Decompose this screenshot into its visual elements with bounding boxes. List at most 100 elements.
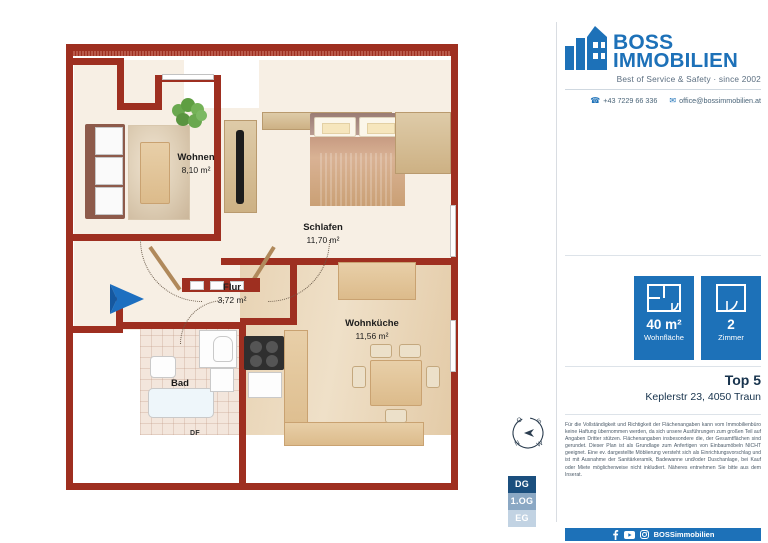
building-logo-icon [565, 26, 607, 70]
svg-text:O: O [516, 416, 524, 425]
room-floor-upper-left [74, 60, 184, 108]
listing-title-block: Top 5 Keplerstr 23, 4050 Traun [565, 372, 761, 404]
bathtub [148, 388, 214, 418]
washing-machine [210, 368, 234, 392]
wall-living-alcove-left [155, 75, 162, 110]
window-bedroom-right [450, 205, 456, 257]
tv-screen [236, 130, 244, 204]
kitchen-counter-horizontal [284, 422, 424, 446]
wall-living-bedroom [214, 108, 221, 241]
svg-text:S: S [536, 417, 544, 426]
badge-value-wohnflaeche: 40 m² [646, 317, 682, 332]
coffee-table [140, 142, 170, 204]
window-kitchen-right [450, 320, 456, 372]
panel-divider [556, 22, 557, 522]
social-bar[interactable]: BOSSimmobilien [565, 528, 761, 541]
compass-icon: O S N W [505, 410, 551, 456]
contact-phone[interactable]: ☎ +43 7229 66 336 [590, 96, 657, 105]
badge-caption-zimmer: Zimmer [718, 333, 744, 342]
room-name-wohnkueche: Wohnküche [345, 318, 399, 329]
room-area-flur: 3,72 m² [217, 295, 247, 305]
entry-step-tread-2 [210, 281, 224, 290]
room-label-schlafen: Schlafen 11,70 m² [292, 222, 354, 246]
contact-row: ☎ +43 7229 66 336 ✉ office@bossimmobilie… [565, 96, 761, 105]
room-label-flur: Flur 3,72 m² [202, 282, 262, 306]
badge-zimmer: 2 Zimmer [701, 276, 761, 360]
wall-right [451, 44, 458, 490]
room-name-bad: Bad [171, 378, 189, 389]
wall-living-top-left [117, 103, 155, 110]
social-handle: BOSSimmobilien [653, 530, 715, 539]
stove [244, 336, 284, 370]
badge-wohnflaeche: 40 m² Wohnfläche [634, 276, 694, 360]
room-area-wohnkueche: 11,56 m² [355, 331, 389, 341]
info-panel: BOSS IMMOBILIEN Best of Service & Safety… [557, 0, 768, 543]
bedroom-sideboard [338, 262, 416, 300]
wall-living-alcove-right [214, 75, 221, 137]
logo-text-line1: BOSS [613, 31, 674, 54]
logo-text-line2: IMMOBILIEN [613, 49, 738, 72]
wall-hall-bottom-right [240, 318, 297, 325]
youtube-icon[interactable] [623, 530, 635, 539]
svg-text:W: W [536, 439, 545, 448]
instagram-icon[interactable] [639, 530, 649, 539]
room-floor-lower-left [74, 240, 140, 330]
property-badges: 40 m² Wohnfläche 2 Zimmer [634, 276, 761, 360]
wall-left-notch-vert [117, 58, 124, 110]
svg-text:N: N [514, 439, 522, 448]
dining-chair-right [426, 366, 440, 388]
room-label-wohnen: Wohnen 8,10 m² [166, 152, 226, 176]
email-icon: ✉ [669, 95, 677, 105]
sofa [85, 124, 125, 219]
wall-bedroom-kitchen [221, 258, 458, 265]
separator-bottom [565, 414, 761, 415]
entry-step-tread-3 [230, 281, 244, 290]
brand-tagline: Best of Service & Safety · since 2002 [565, 74, 761, 90]
dining-table [370, 360, 422, 406]
room-area-schlafen: 11,70 m² [306, 235, 340, 245]
contact-email[interactable]: ✉ office@bossimmobilien.at [669, 96, 761, 105]
separator-middle [565, 366, 761, 367]
wall-top [66, 44, 458, 51]
plant [168, 96, 210, 130]
room-label-wohnkueche: Wohnküche 11,56 m² [337, 318, 407, 342]
wall-lower-left-step [73, 326, 123, 333]
floor-selector[interactable]: DG 1.OG EG [508, 476, 536, 527]
floor-option-dg[interactable]: DG [508, 476, 536, 493]
phone-number: +43 7229 66 336 [603, 96, 658, 105]
floor-option-1og[interactable]: 1.OG [508, 493, 536, 510]
room-name-wohnen: Wohnen [177, 152, 215, 163]
washbasin [150, 356, 176, 378]
dining-chair-left [352, 366, 366, 388]
window-alcove [162, 74, 214, 80]
dining-chair-bottom [385, 409, 407, 423]
dining-chair-top-right [399, 344, 421, 358]
wall-bath-right [239, 322, 246, 483]
bedroom-closet-right [395, 112, 451, 174]
dining-chair-top-left [370, 344, 392, 358]
badge-caption-wohnflaeche: Wohnfläche [644, 333, 684, 342]
room-icon [713, 283, 749, 313]
floor-option-eg[interactable]: EG [508, 510, 536, 527]
room-label-bad: Bad [160, 378, 200, 390]
wall-left-upper [66, 44, 73, 58]
separator-top [565, 255, 761, 256]
phone-icon: ☎ [590, 95, 601, 105]
marker-df: DF [190, 430, 200, 437]
email-address: office@bossimmobilien.at [679, 96, 761, 105]
kitchen-sink [248, 372, 282, 398]
floorplan-icon [646, 283, 682, 313]
facebook-icon[interactable] [612, 529, 619, 540]
wall-bottom [66, 483, 458, 490]
wall-living-bottom [73, 234, 221, 241]
entry-step-tread-1 [190, 281, 204, 290]
room-area-wohnen: 8,10 m² [181, 165, 211, 175]
room-name-flur: Flur [223, 282, 241, 293]
floorplan-canvas[interactable]: Wohnen 8,10 m² Schlafen 11,70 m² Flur 3,… [0, 0, 556, 543]
listing-address: Keplerstr 23, 4050 Traun [645, 391, 761, 403]
disclaimer-text: Für die Vollständigkeit und Richtigkeit … [565, 422, 761, 478]
wall-left-main [66, 58, 73, 490]
room-name-schlafen: Schlafen [303, 222, 343, 233]
page-title: Top 5 [724, 372, 761, 388]
